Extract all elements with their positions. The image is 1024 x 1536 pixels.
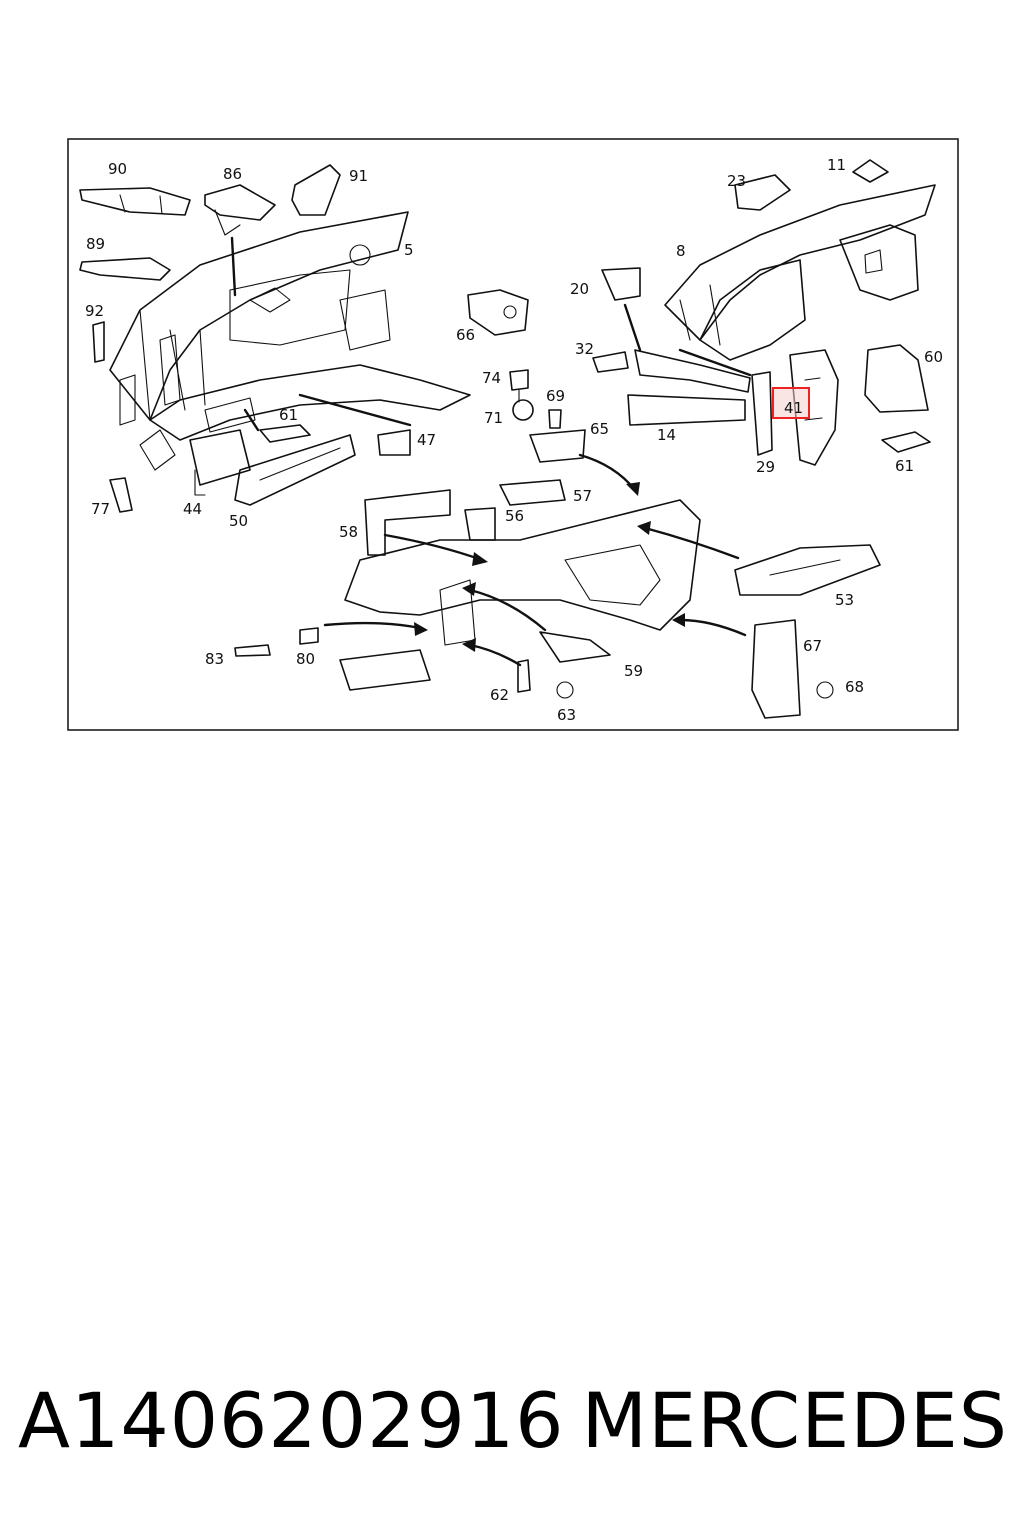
callout-69: 69 — [546, 387, 565, 405]
front-sidemember-assembly — [234, 489, 881, 719]
bracket-parts-upper-left — [79, 164, 411, 513]
callout-77: 77 — [91, 500, 110, 518]
parts-diagram: 90 86 91 5 89 92 61 47 77 44 50 66 74 71… — [67, 138, 959, 731]
callout-74: 74 — [482, 369, 501, 387]
callout-63: 63 — [557, 706, 576, 724]
callout-11: 11 — [827, 156, 846, 174]
front-right-wheelhouse-assembly — [592, 159, 936, 466]
callout-83: 83 — [205, 650, 224, 668]
callout-91: 91 — [349, 167, 368, 185]
callout-62: 62 — [490, 686, 509, 704]
callout-20: 20 — [570, 280, 589, 298]
assembly-arrows — [230, 236, 752, 667]
front-left-body-assembly — [109, 211, 471, 471]
callout-29: 29 — [756, 458, 775, 476]
callout-60: 60 — [924, 348, 943, 366]
callout-59: 59 — [624, 662, 643, 680]
callout-8: 8 — [676, 242, 686, 260]
callout-47: 47 — [417, 431, 436, 449]
callout-23: 23 — [727, 172, 746, 190]
callout-41: 41 — [784, 399, 803, 417]
callout-14: 14 — [657, 426, 676, 444]
callout-89: 89 — [86, 235, 105, 253]
callout-56: 56 — [505, 507, 524, 525]
callout-61-right: 61 — [895, 457, 914, 475]
callout-68: 68 — [845, 678, 864, 696]
callout-5: 5 — [404, 241, 414, 259]
callout-90: 90 — [108, 160, 127, 178]
part-caption: A1406202916 MERCEDES — [18, 1365, 1008, 1475]
center-small-parts — [464, 289, 586, 541]
callout-67: 67 — [803, 637, 822, 655]
callout-32: 32 — [575, 340, 594, 358]
callout-44: 44 — [183, 500, 202, 518]
callout-80: 80 — [296, 650, 315, 668]
highlight-box — [772, 387, 810, 419]
brand-name: MERCEDES — [581, 1375, 1008, 1465]
callout-65: 65 — [590, 420, 609, 438]
diagram-frame — [67, 138, 959, 731]
callout-66: 66 — [456, 326, 475, 344]
callout-58: 58 — [339, 523, 358, 541]
callout-92: 92 — [85, 302, 104, 320]
callout-61-left: 61 — [279, 406, 298, 424]
callout-53: 53 — [835, 591, 854, 609]
callout-71: 71 — [484, 409, 503, 427]
callout-labels: 90 86 91 5 89 92 61 47 77 44 50 66 74 71… — [85, 156, 943, 724]
callout-57: 57 — [573, 487, 592, 505]
callout-50: 50 — [229, 512, 248, 530]
part-number: A1406202916 — [18, 1375, 565, 1465]
callout-86: 86 — [223, 165, 242, 183]
